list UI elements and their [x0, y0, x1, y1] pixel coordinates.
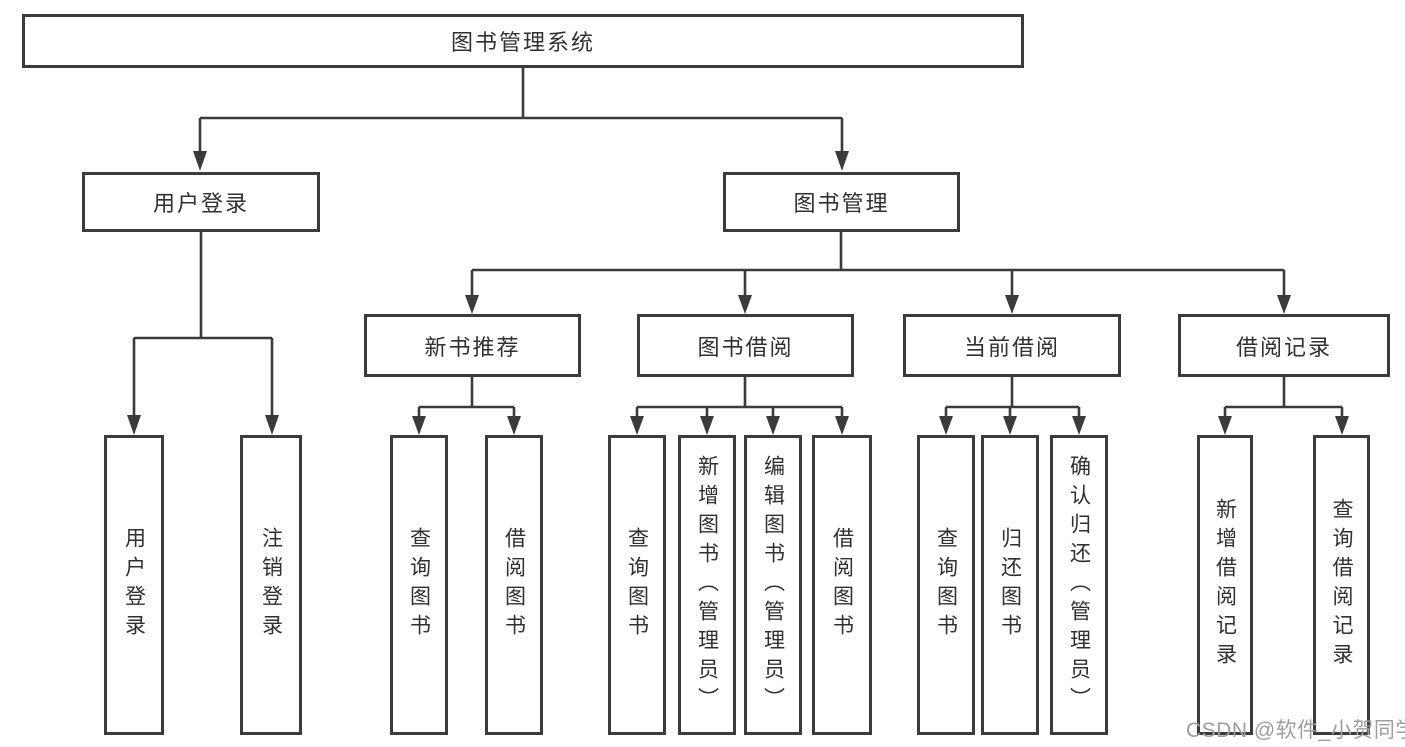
leaf-borrow-books-2: 借阅图书: [812, 435, 872, 735]
leaf-edit-books-admin-label: 编辑图书（管理员）: [761, 454, 785, 716]
node-user-login-label: 用户登录: [152, 191, 249, 216]
leaf-user-login-label: 用户登录: [122, 527, 146, 643]
leaf-borrow-books-1: 借阅图书: [485, 435, 543, 735]
arrowheads: [127, 151, 1349, 435]
node-user-login: 用户登录: [82, 172, 320, 232]
node-borrow-records: 借阅记录: [1178, 314, 1390, 377]
node-borrow-records-label: 借阅记录: [1235, 334, 1332, 360]
leaf-add-borrow-record-label: 新增借阅记录: [1213, 498, 1237, 672]
leaf-confirm-return-admin-label: 确认归还（管理员）: [1067, 454, 1091, 716]
leaf-query-books-2-label: 查询图书: [625, 527, 649, 643]
node-root: 图书管理系统: [22, 14, 1024, 68]
node-book-borrow: 图书借阅: [637, 314, 854, 377]
leaf-query-books-2: 查询图书: [608, 435, 666, 735]
node-new-book-recommend-label: 新书推荐: [424, 334, 521, 360]
leaf-query-borrow-record-label: 查询借阅记录: [1330, 498, 1353, 672]
leaf-add-books-admin: 新增图书（管理员）: [678, 435, 736, 735]
node-current-borrow-label: 当前借阅: [963, 334, 1060, 360]
node-current-borrow: 当前借阅: [903, 314, 1121, 377]
leaf-add-borrow-record: 新增借阅记录: [1197, 435, 1253, 735]
leaf-borrow-books-1-label: 借阅图书: [502, 527, 526, 643]
leaf-query-books-3: 查询图书: [917, 435, 975, 735]
node-book-management-label: 图书管理: [793, 191, 890, 216]
leaf-return-books: 归还图书: [981, 435, 1039, 735]
node-new-book-recommend: 新书推荐: [364, 314, 581, 377]
leaf-query-books-3-label: 查询图书: [934, 527, 958, 643]
leaf-borrow-books-2-label: 借阅图书: [830, 527, 854, 643]
node-root-label: 图书管理系统: [450, 30, 595, 55]
leaf-query-books-1: 查询图书: [390, 435, 448, 735]
leaf-user-login: 用户登录: [104, 435, 164, 735]
leaf-query-borrow-record: 查询借阅记录: [1313, 435, 1370, 735]
node-book-borrow-label: 图书借阅: [697, 334, 794, 360]
watermark: CSDN @软件_小贺同学: [1186, 719, 1405, 742]
leaf-query-books-1-label: 查询图书: [407, 527, 431, 643]
leaf-confirm-return-admin: 确认归还（管理员）: [1050, 435, 1108, 735]
leaf-add-books-admin-label: 新增图书（管理员）: [695, 454, 719, 716]
leaf-edit-books-admin: 编辑图书（管理员）: [744, 435, 802, 735]
leaf-logout: 注销登录: [240, 435, 302, 735]
leaf-logout-label: 注销登录: [259, 527, 283, 643]
node-book-management: 图书管理: [723, 172, 960, 232]
leaf-return-books-label: 归还图书: [998, 527, 1022, 643]
